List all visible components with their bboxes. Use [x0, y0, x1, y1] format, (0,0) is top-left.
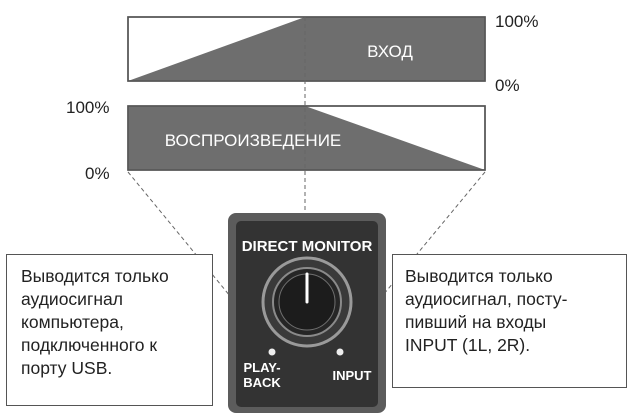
- playback-label-line1: PLAY-: [243, 360, 280, 375]
- callout-line: пивший на входы: [405, 312, 547, 332]
- input-label: INPUT: [333, 368, 372, 383]
- direct-monitor-knob[interactable]: [278, 272, 336, 331]
- playback-bar-max-label: 100%: [66, 98, 110, 117]
- playback-led-indicator: [268, 348, 276, 356]
- playback-label-line2: BACK: [243, 375, 281, 390]
- callout-line: INPUT (1L, 2R).: [405, 335, 531, 355]
- input-level-bar: ВХОД: [127, 16, 486, 82]
- input-bar-max-label: 100%: [495, 12, 539, 31]
- callout-line: порту USB.: [21, 358, 113, 378]
- direct-monitor-panel: DIRECT MONITOR PLAY- BACK INPUT: [228, 213, 386, 413]
- input-bar-label: ВХОД: [367, 42, 413, 61]
- playback-bar-label: ВОСПРОИЗВЕДЕНИЕ: [165, 131, 342, 150]
- panel-title: DIRECT MONITOR: [242, 238, 373, 255]
- callout-line: аудиосигнал, посту-: [405, 289, 568, 309]
- playback-level-bar: ВОСПРОИЗВЕДЕНИЕ: [127, 105, 486, 171]
- callout-line: Выводится только: [405, 266, 553, 286]
- input-bar-min-label: 0%: [495, 76, 520, 95]
- callout-line: подключенного к: [21, 335, 158, 355]
- callout-line: Выводится только: [21, 266, 169, 286]
- playback-bar-min-label: 0%: [85, 164, 110, 183]
- callout-line: компьютера,: [21, 312, 124, 332]
- playback-callout: Выводится только аудиосигнал компьютера,…: [6, 254, 213, 406]
- input-callout: Выводится только аудиосигнал, посту- пив…: [392, 254, 627, 388]
- input-led-indicator: [336, 348, 344, 356]
- callout-line: аудиосигнал: [21, 289, 123, 309]
